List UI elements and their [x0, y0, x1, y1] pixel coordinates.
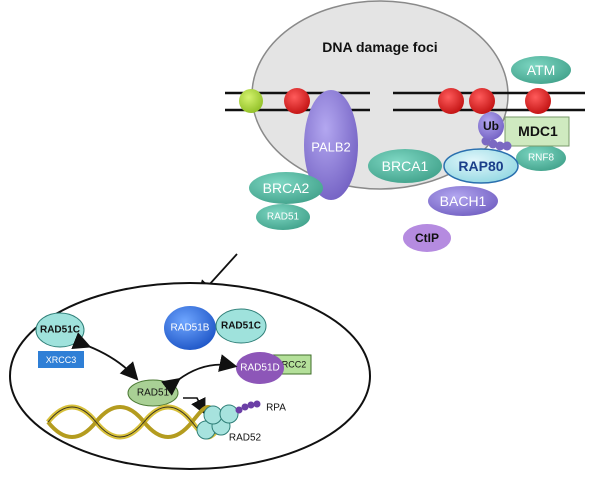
rad52-label: RAD52 — [229, 433, 262, 444]
rad51b-label: RAD51B — [171, 323, 210, 334]
atm-protein — [511, 56, 571, 84]
red-dna-mark — [469, 88, 495, 114]
rad51-upper-protein — [256, 204, 310, 230]
upper-scene: DNA damage foci ATM RNF8 MDC1 — [225, 0, 585, 252]
interaction-arrow-rad51-rad51d — [161, 354, 238, 396]
ub-protein — [478, 112, 504, 140]
diagram-title: DNA damage foci — [322, 39, 437, 55]
rad51d-label: RAD51D — [240, 363, 279, 374]
rnf8-protein — [516, 145, 566, 171]
rnf8-label: RNF8 — [528, 153, 555, 164]
loading-arrow — [183, 396, 206, 415]
xrcc3-label: XRCC3 — [46, 355, 77, 365]
ctip-protein — [403, 224, 451, 252]
rad51c-right-label: RAD51C — [221, 321, 261, 332]
lower-compartment: RAD51C XRCC3 RAD51B RAD51C XRCC2 RAD51D … — [9, 282, 371, 470]
rad51d-protein — [236, 352, 284, 384]
red-dna-mark — [525, 88, 551, 114]
rad51-lower-label: RAD51 — [137, 388, 170, 399]
rad51-upper-label: RAD51 — [267, 212, 300, 223]
rad51c-left-label: RAD51C — [40, 325, 80, 336]
brca1-label: BRCA1 — [382, 158, 429, 174]
rad51b-protein — [164, 306, 216, 350]
red-dna-mark — [284, 88, 310, 114]
bach1-label: BACH1 — [440, 193, 487, 209]
bach1-protein — [428, 186, 498, 216]
rad52-ring — [196, 404, 239, 440]
ctip-label: CtIP — [415, 231, 439, 245]
interaction-arrow-rad51c-rad51 — [71, 332, 139, 381]
palb2-label: PALB2 — [311, 140, 351, 155]
mdc1-label: MDC1 — [518, 123, 558, 139]
rpa-beads — [235, 400, 261, 414]
rap80-label: RAP80 — [458, 158, 503, 174]
rap80-protein — [443, 148, 519, 184]
rpa-label: RPA — [266, 403, 286, 414]
mdc1-protein — [504, 116, 570, 147]
atm-label: ATM — [527, 62, 556, 78]
brca2-protein — [249, 172, 323, 204]
brca2-label: BRCA2 — [263, 180, 310, 196]
lime-dna-mark — [239, 89, 263, 113]
xrcc2-label: XRCC2 — [276, 360, 307, 370]
rad51c-right-protein — [215, 308, 267, 344]
palb2-protein — [304, 90, 358, 200]
brca1-protein — [368, 149, 442, 183]
red-dna-mark — [438, 88, 464, 114]
ub-label: Ub — [483, 119, 499, 133]
